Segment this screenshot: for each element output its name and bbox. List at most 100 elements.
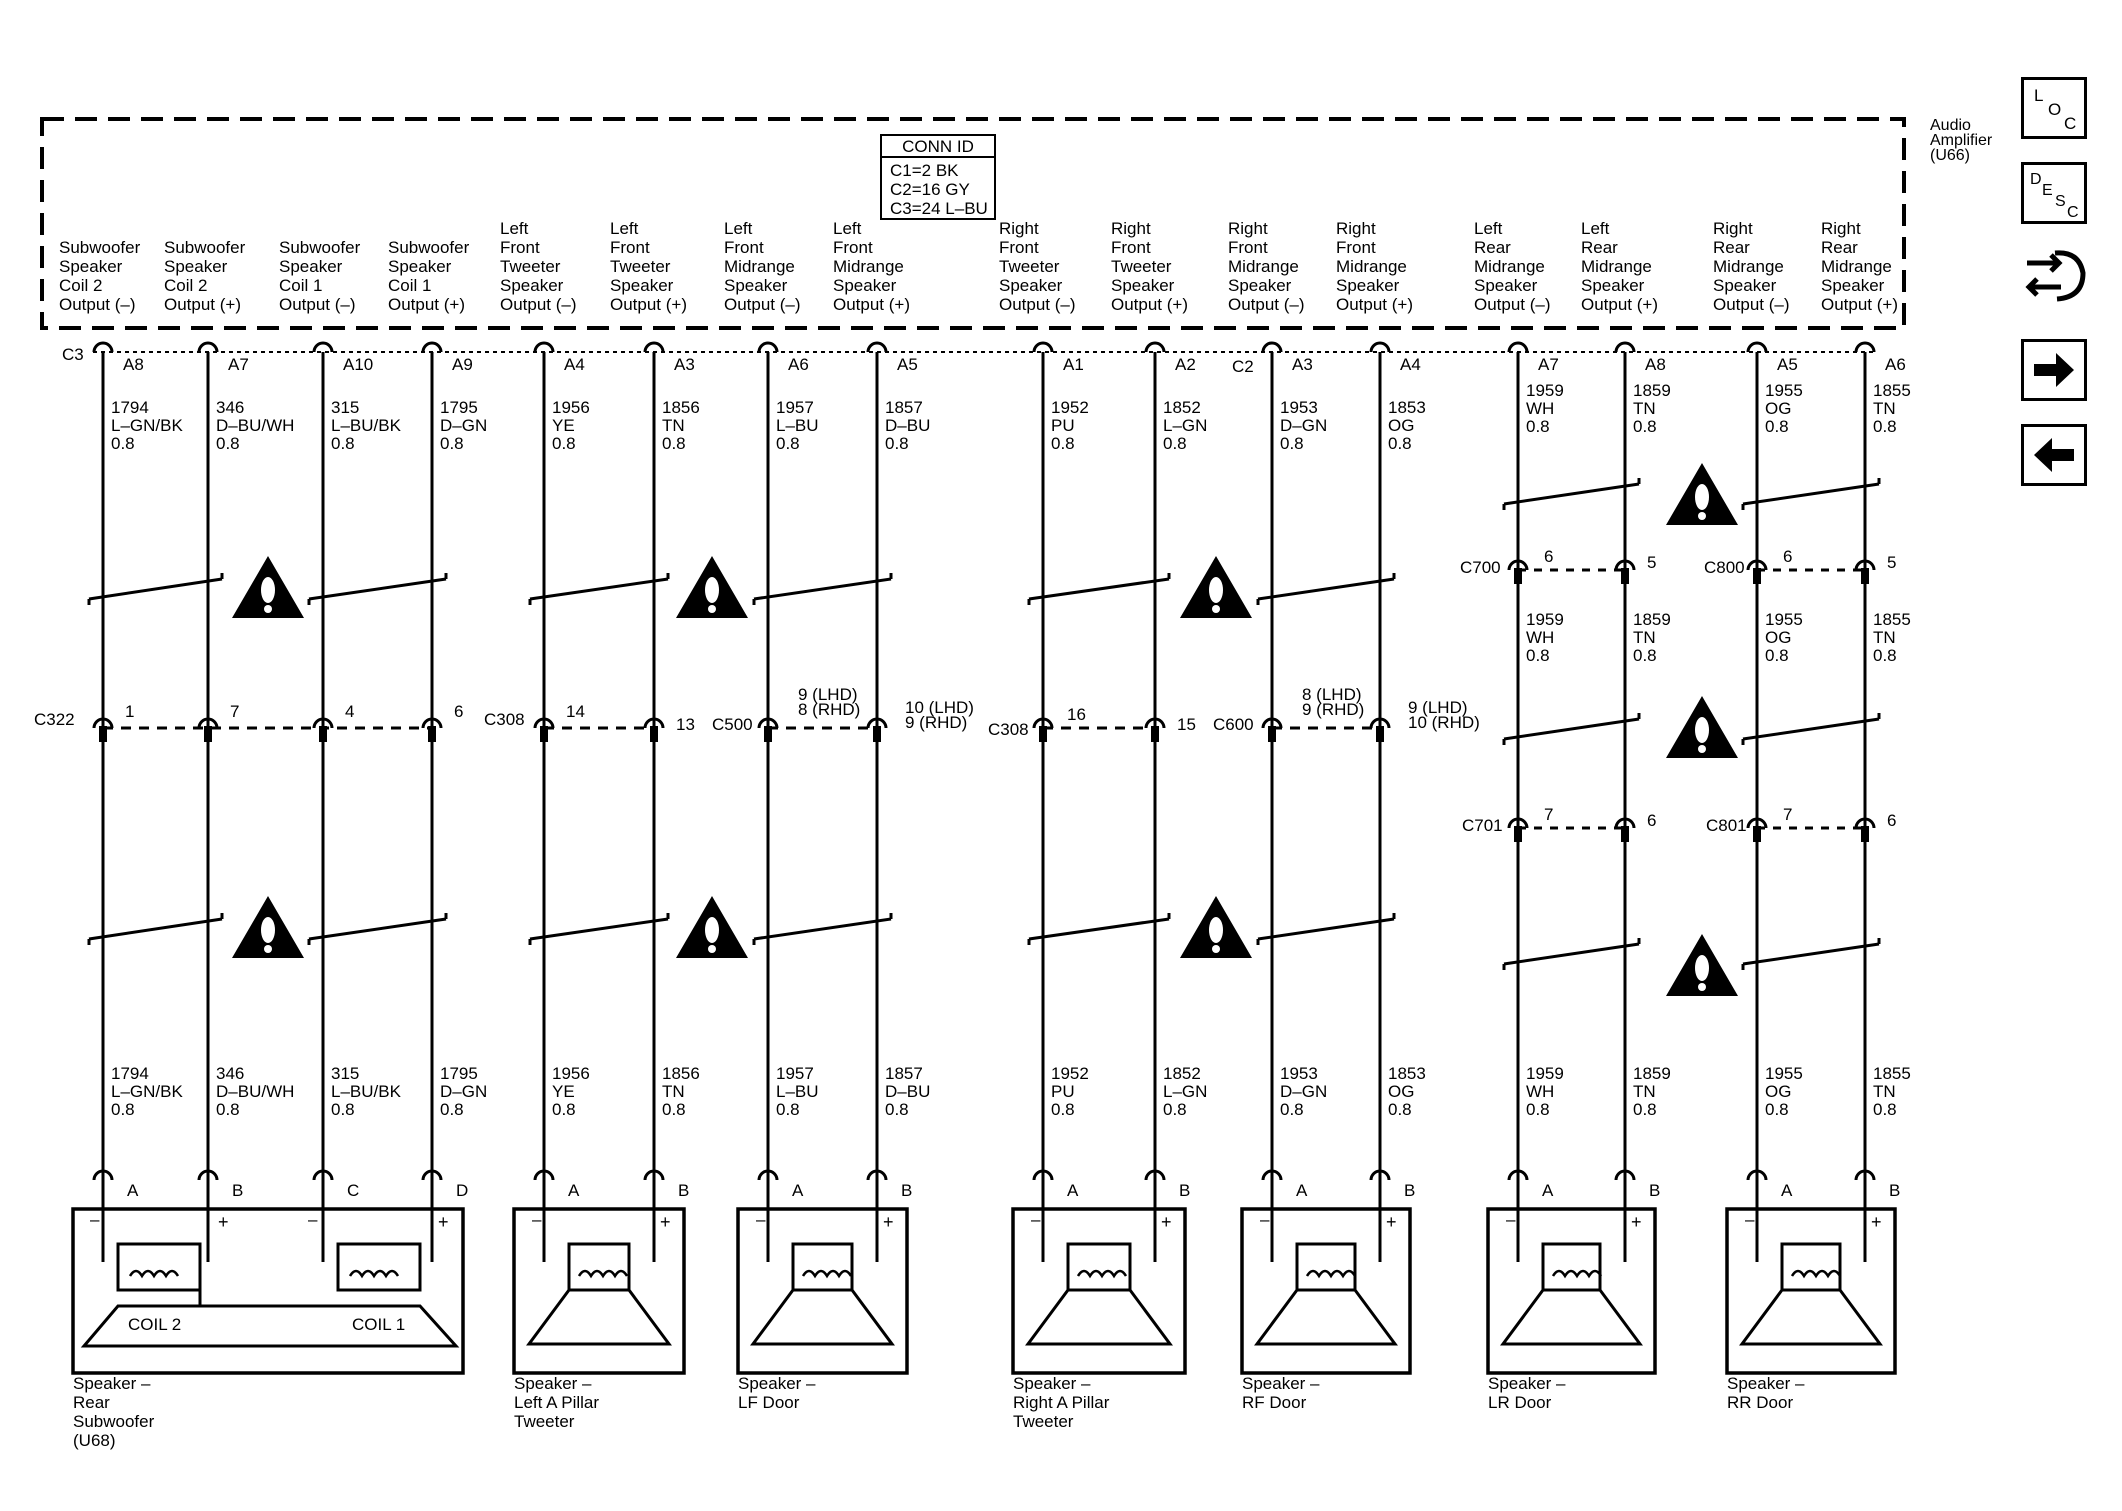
desc-letter: E xyxy=(2042,182,2053,199)
output-label: Speaker xyxy=(279,257,343,276)
wire-label: TN xyxy=(662,416,685,435)
wire-label: 0.8 xyxy=(776,434,800,453)
polarity-mark: + xyxy=(218,1212,229,1232)
wire-label: 0.8 xyxy=(662,434,686,453)
wire-label: TN xyxy=(1873,399,1896,418)
coil-label: COIL 1 xyxy=(352,1315,405,1334)
wire-label: 1859 xyxy=(1633,1064,1671,1083)
speaker-pin-label: B xyxy=(901,1181,912,1200)
wire-label: 346 xyxy=(216,398,244,417)
twist-mark xyxy=(1257,917,1395,941)
polarity-mark: – xyxy=(90,1210,100,1229)
speaker-label: RR Door xyxy=(1727,1393,1793,1412)
speaker-box xyxy=(1725,1207,1897,1375)
inline-pin-label: 6 xyxy=(1783,547,1792,566)
twist-mark xyxy=(1503,942,1640,966)
coil-box xyxy=(336,1242,422,1292)
amp-pin-label: A3 xyxy=(674,355,695,374)
wire-label: TN xyxy=(662,1082,685,1101)
terminal xyxy=(533,1169,555,1181)
warning-icon-mark xyxy=(261,577,275,603)
splice-terminal xyxy=(1746,559,1768,571)
splice-terminal xyxy=(1144,717,1166,729)
warning-icon-mark xyxy=(1209,917,1223,943)
output-label: Midrange xyxy=(1336,257,1407,276)
terminal xyxy=(197,1169,219,1181)
wire-label: 0.8 xyxy=(331,1100,355,1119)
twist-mark xyxy=(529,577,669,601)
terminal xyxy=(92,1169,114,1181)
wire-label: 1959 xyxy=(1526,381,1564,400)
warning-icon-dot xyxy=(1212,945,1220,953)
polarity-mark: + xyxy=(660,1212,671,1232)
connector-button[interactable] xyxy=(2021,245,2087,307)
output-label: Front xyxy=(1111,238,1151,257)
wire-label: 0.8 xyxy=(1280,434,1304,453)
connector-icon xyxy=(2025,250,2086,302)
output-label: Left xyxy=(724,219,753,238)
loc-icon: L O C xyxy=(2034,86,2076,133)
speaker-pin-label: A xyxy=(1781,1181,1793,1200)
output-label: Front xyxy=(610,238,650,257)
loc-button[interactable]: L O C xyxy=(2021,77,2087,139)
wire-label: 0.8 xyxy=(885,1100,909,1119)
terminal xyxy=(866,341,888,353)
inline-pin-label: 7 xyxy=(230,702,239,721)
coil-box xyxy=(567,1242,631,1292)
amplifier-label: (U66) xyxy=(1930,147,1970,164)
splice-terminal xyxy=(1369,717,1391,729)
wire-label: 0.8 xyxy=(1526,646,1550,665)
polarity-mark: – xyxy=(1031,1210,1041,1229)
output-label: Coil 1 xyxy=(279,276,322,295)
back-button[interactable] xyxy=(2021,424,2087,486)
terminal xyxy=(1369,1169,1391,1181)
wire-label: 1953 xyxy=(1280,398,1318,417)
splice-pin xyxy=(1514,826,1522,842)
coil-winding xyxy=(1551,1269,1603,1279)
wire-label: D–GN xyxy=(440,1082,487,1101)
splice-pin xyxy=(540,726,548,742)
terminal xyxy=(1614,341,1636,353)
polarity-mark: – xyxy=(1260,1210,1270,1229)
output-label: Midrange xyxy=(1581,257,1652,276)
forward-arrow-icon xyxy=(2034,353,2074,387)
wire-label: OG xyxy=(1765,1082,1791,1101)
loc-letter: O xyxy=(2048,100,2061,119)
output-label: Rear xyxy=(1821,238,1858,257)
amplifier-label: Amplifier xyxy=(1930,132,1993,149)
wire-label: 346 xyxy=(216,1064,244,1083)
wire-label: L–BU/BK xyxy=(331,1082,402,1101)
speaker-cone xyxy=(1739,1288,1883,1346)
wire-label: D–BU xyxy=(885,416,930,435)
output-label: Front xyxy=(1228,238,1268,257)
warning-icon-dot xyxy=(264,945,272,953)
desc-letter: C xyxy=(2067,204,2079,221)
terminal xyxy=(1144,1169,1166,1181)
warning-icon-mark xyxy=(261,917,275,943)
inline-pin-label: 6 xyxy=(1647,811,1656,830)
speaker-pin-label: D xyxy=(456,1181,468,1200)
polarity-mark: + xyxy=(438,1212,449,1232)
wire-label: 0.8 xyxy=(1051,434,1075,453)
output-label: Right xyxy=(1713,219,1753,238)
wire-label: 0.8 xyxy=(216,1100,240,1119)
terminal xyxy=(1854,1169,1876,1181)
splice-pin xyxy=(1621,568,1629,584)
wire-label: 1853 xyxy=(1388,1064,1426,1083)
speaker-label: Speaker – xyxy=(1488,1374,1566,1393)
desc-button[interactable]: D E S C xyxy=(2021,162,2087,224)
terminal xyxy=(1032,1169,1054,1181)
amp-pin-label: A10 xyxy=(343,355,373,374)
amp-pin-label: A1 xyxy=(1063,355,1084,374)
forward-button[interactable] xyxy=(2021,339,2087,401)
splice-pin xyxy=(1268,726,1276,742)
wire-label: 0.8 xyxy=(1163,1100,1187,1119)
polarity-mark: – xyxy=(532,1210,542,1229)
wire-label: 0.8 xyxy=(1526,1100,1550,1119)
warning-icon-dot xyxy=(1698,745,1706,753)
wire-label: 1957 xyxy=(776,1064,814,1083)
coil-winding xyxy=(577,1269,629,1279)
output-label: Subwoofer xyxy=(164,238,246,257)
output-label: Tweeter xyxy=(500,257,561,276)
splice-terminal xyxy=(312,717,334,729)
